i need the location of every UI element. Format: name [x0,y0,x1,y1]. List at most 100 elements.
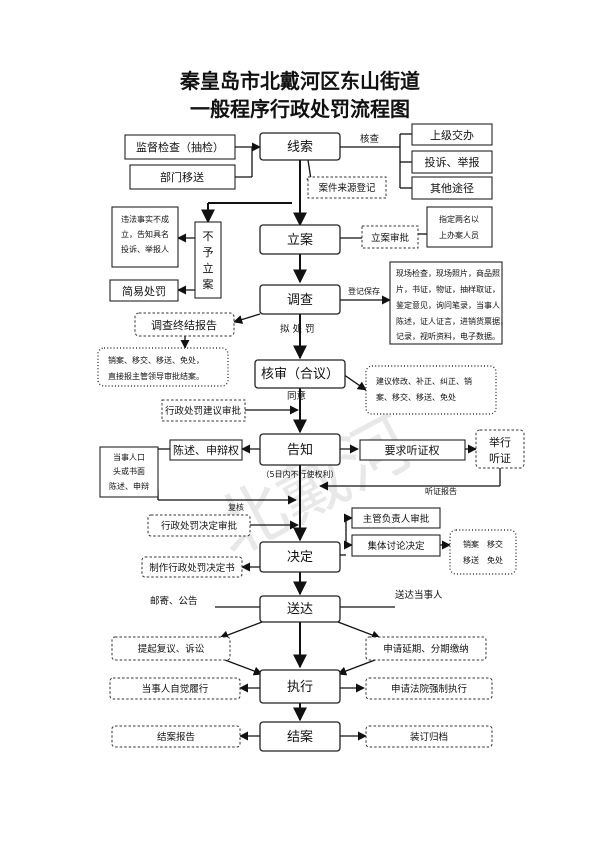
hold-hearing-line2: 听证 [489,452,511,465]
close-report: 结案报告 [111,725,241,748]
state-defend-label: 陈述、申辩权 [173,443,239,457]
source-other: 其他途径 [411,176,493,200]
step-execute-label: 执行 [287,680,313,695]
case-source-registration: 案件来源登记 [307,176,387,199]
label-verify: 核查 [360,133,380,145]
extension-request: 申请延期、分期缴纳 [365,636,487,661]
simple-punishment: 简易处罚 [109,279,179,302]
party-statement-line2: 头或书面 [113,466,145,476]
investigation-report-label: 调查终结报告 [151,318,217,332]
source-department-label: 部门移送 [160,170,204,184]
step-clue-label: 线索 [287,140,313,155]
no-case-char-1: 不 [203,230,214,243]
close-options-line1: 销案、移交、移送、免处， [108,355,204,365]
request-hearing-label: 要求听证权 [385,444,440,457]
collective-discussion-label: 集体讨论决定 [367,540,425,552]
review-suggest-line2: 案、移交、移送、免处 [376,392,456,402]
source-department: 部门移送 [129,164,236,190]
extension-label: 申请延期、分期缴纳 [383,643,469,655]
investigation-report: 调查终结报告 [134,312,235,337]
source-superior-label: 上级交办 [430,128,474,142]
step-review-label: 核审（合议） [261,367,339,382]
voluntary-fulfillment: 当事人自觉履行 [109,677,241,700]
step-review: 核审（合议） [254,359,346,389]
review-suggest-line1: 建议修改、补正、纠正、销 [376,376,472,386]
step-close-label: 结案 [287,730,313,745]
source-complaint: 投诉、举报 [411,150,493,174]
no-case-box: 不 予 立 案 [194,221,222,299]
violation-notice: 违法事实不成 立，告知具名 投诉、举报人 [111,206,179,268]
source-supervision: 监督检查（抽检） [124,134,236,160]
hold-hearing: 举行 听证 [475,429,525,469]
case-approval: 立案审批 [361,225,419,249]
collective-discussion: 集体讨论决定 [351,534,441,557]
label-hearing-report: 听证报告 [425,486,457,496]
penalty-suggest-approval: 行政处罚建议审批 [161,399,246,422]
decision-options: 销案 移交 移送 免处 [449,529,517,575]
binding-archive: 装订归档 [365,725,493,748]
step-register-case: 立案 [259,224,341,255]
source-supervision-label: 监督检查（抽检） [136,140,224,154]
evidence-line3: 鉴定意见，询问笔录，当事人 [396,300,500,310]
step-close: 结案 [259,721,341,752]
hold-hearing-line1: 举行 [489,435,511,449]
step-investigate: 调查 [259,284,341,315]
step-investigate-label: 调查 [287,293,313,308]
binding-label: 装订归档 [410,731,448,743]
violation-notice-line1: 违法事实不成 [121,214,169,224]
make-decision-doc: 制作行政处罚决定书 [141,556,243,578]
violation-notice-line3: 投诉、举报人 [121,244,169,254]
step-clue: 线索 [259,132,341,161]
case-source-registration-label: 案件来源登记 [318,182,376,194]
label-deliver-party: 送达当事人 [395,589,443,601]
label-evidence-preservation: 登记保存 [348,286,380,296]
party-statement-line1: 当事人口 [113,452,145,462]
label-agree: 同意 [287,390,306,402]
evidence-line1: 现场检查，现场照片，商品照 [396,268,500,278]
chief-approval-label: 主管负责人审批 [363,513,430,525]
evidence-list: 现场检查，现场照片，商品照 片，书证，物证，抽样取证， 鉴定意见，询问笔录，当事… [389,261,508,345]
state-defend-right: 陈述、申辩权 [169,439,243,461]
step-decide-label: 决定 [287,550,313,565]
page-title-line2: 一般程序行政处罚流程图 [190,97,410,121]
step-notify-label: 告知 [287,442,313,458]
step-decide: 决定 [259,541,341,573]
source-superior: 上级交办 [411,123,493,146]
make-decision-doc-label: 制作行政处罚决定书 [149,562,235,574]
step-execute: 执行 [259,669,341,704]
no-case-char-4: 案 [203,277,214,291]
evidence-line4: 陈述，证人证言，进销货票据， [396,316,508,326]
step-register-label: 立案 [287,233,313,248]
case-approval-label: 立案审批 [371,232,410,244]
court-enforcement: 申请法院强制执行 [365,677,493,700]
request-hearing-right: 要求听证权 [359,439,466,461]
close-options-line2: 直接报主管领导审批结案。 [108,371,204,381]
step-deliver: 送达 [259,595,341,623]
assign-two-line2: 上办案人员 [439,230,479,240]
step-notify: 告知 [259,433,341,466]
review-suggestions: 建议修改、补正、纠正、销 案、移交、移送、免处 [365,365,497,415]
assign-two-staff: 指定两名以 上办案人员 [426,206,493,248]
decision-approval-label: 行政处罚决定审批 [161,520,238,532]
voluntary-label: 当事人自觉履行 [142,683,209,695]
label-reconsider: 复核 [228,502,244,512]
label-mail-announce: 邮寄、公告 [150,595,198,607]
decision-options-line2: 移送 免处 [463,555,503,565]
party-statement-line3: 陈述、申辩 [109,481,149,491]
no-case-char-2: 予 [203,246,214,259]
appeal: 提起复议、诉讼 [111,636,231,661]
penalty-suggest-approval-label: 行政处罚建议审批 [165,405,242,417]
assign-two-line1: 指定两名以 [439,214,479,224]
violation-notice-line2: 立，告知具名 [121,229,169,239]
decision-options-line1: 销案 移交 [463,539,503,549]
evidence-line5: 记录，视听资料，电子数据。 [396,331,500,341]
appeal-label: 提起复议、诉讼 [138,643,205,655]
close-options: 销案、移交、移送、免处， 直接报主管领导审批结案。 [97,347,229,387]
label-punish-proposal: 拟 处 罚 [280,323,315,335]
enforce-label: 申请法院强制执行 [391,683,468,695]
evidence-line2: 片，书证，物证，抽样取证， [396,284,500,294]
decision-approval: 行政处罚决定审批 [147,514,251,537]
step-deliver-label: 送达 [287,602,313,617]
close-report-label: 结案报告 [157,731,195,743]
